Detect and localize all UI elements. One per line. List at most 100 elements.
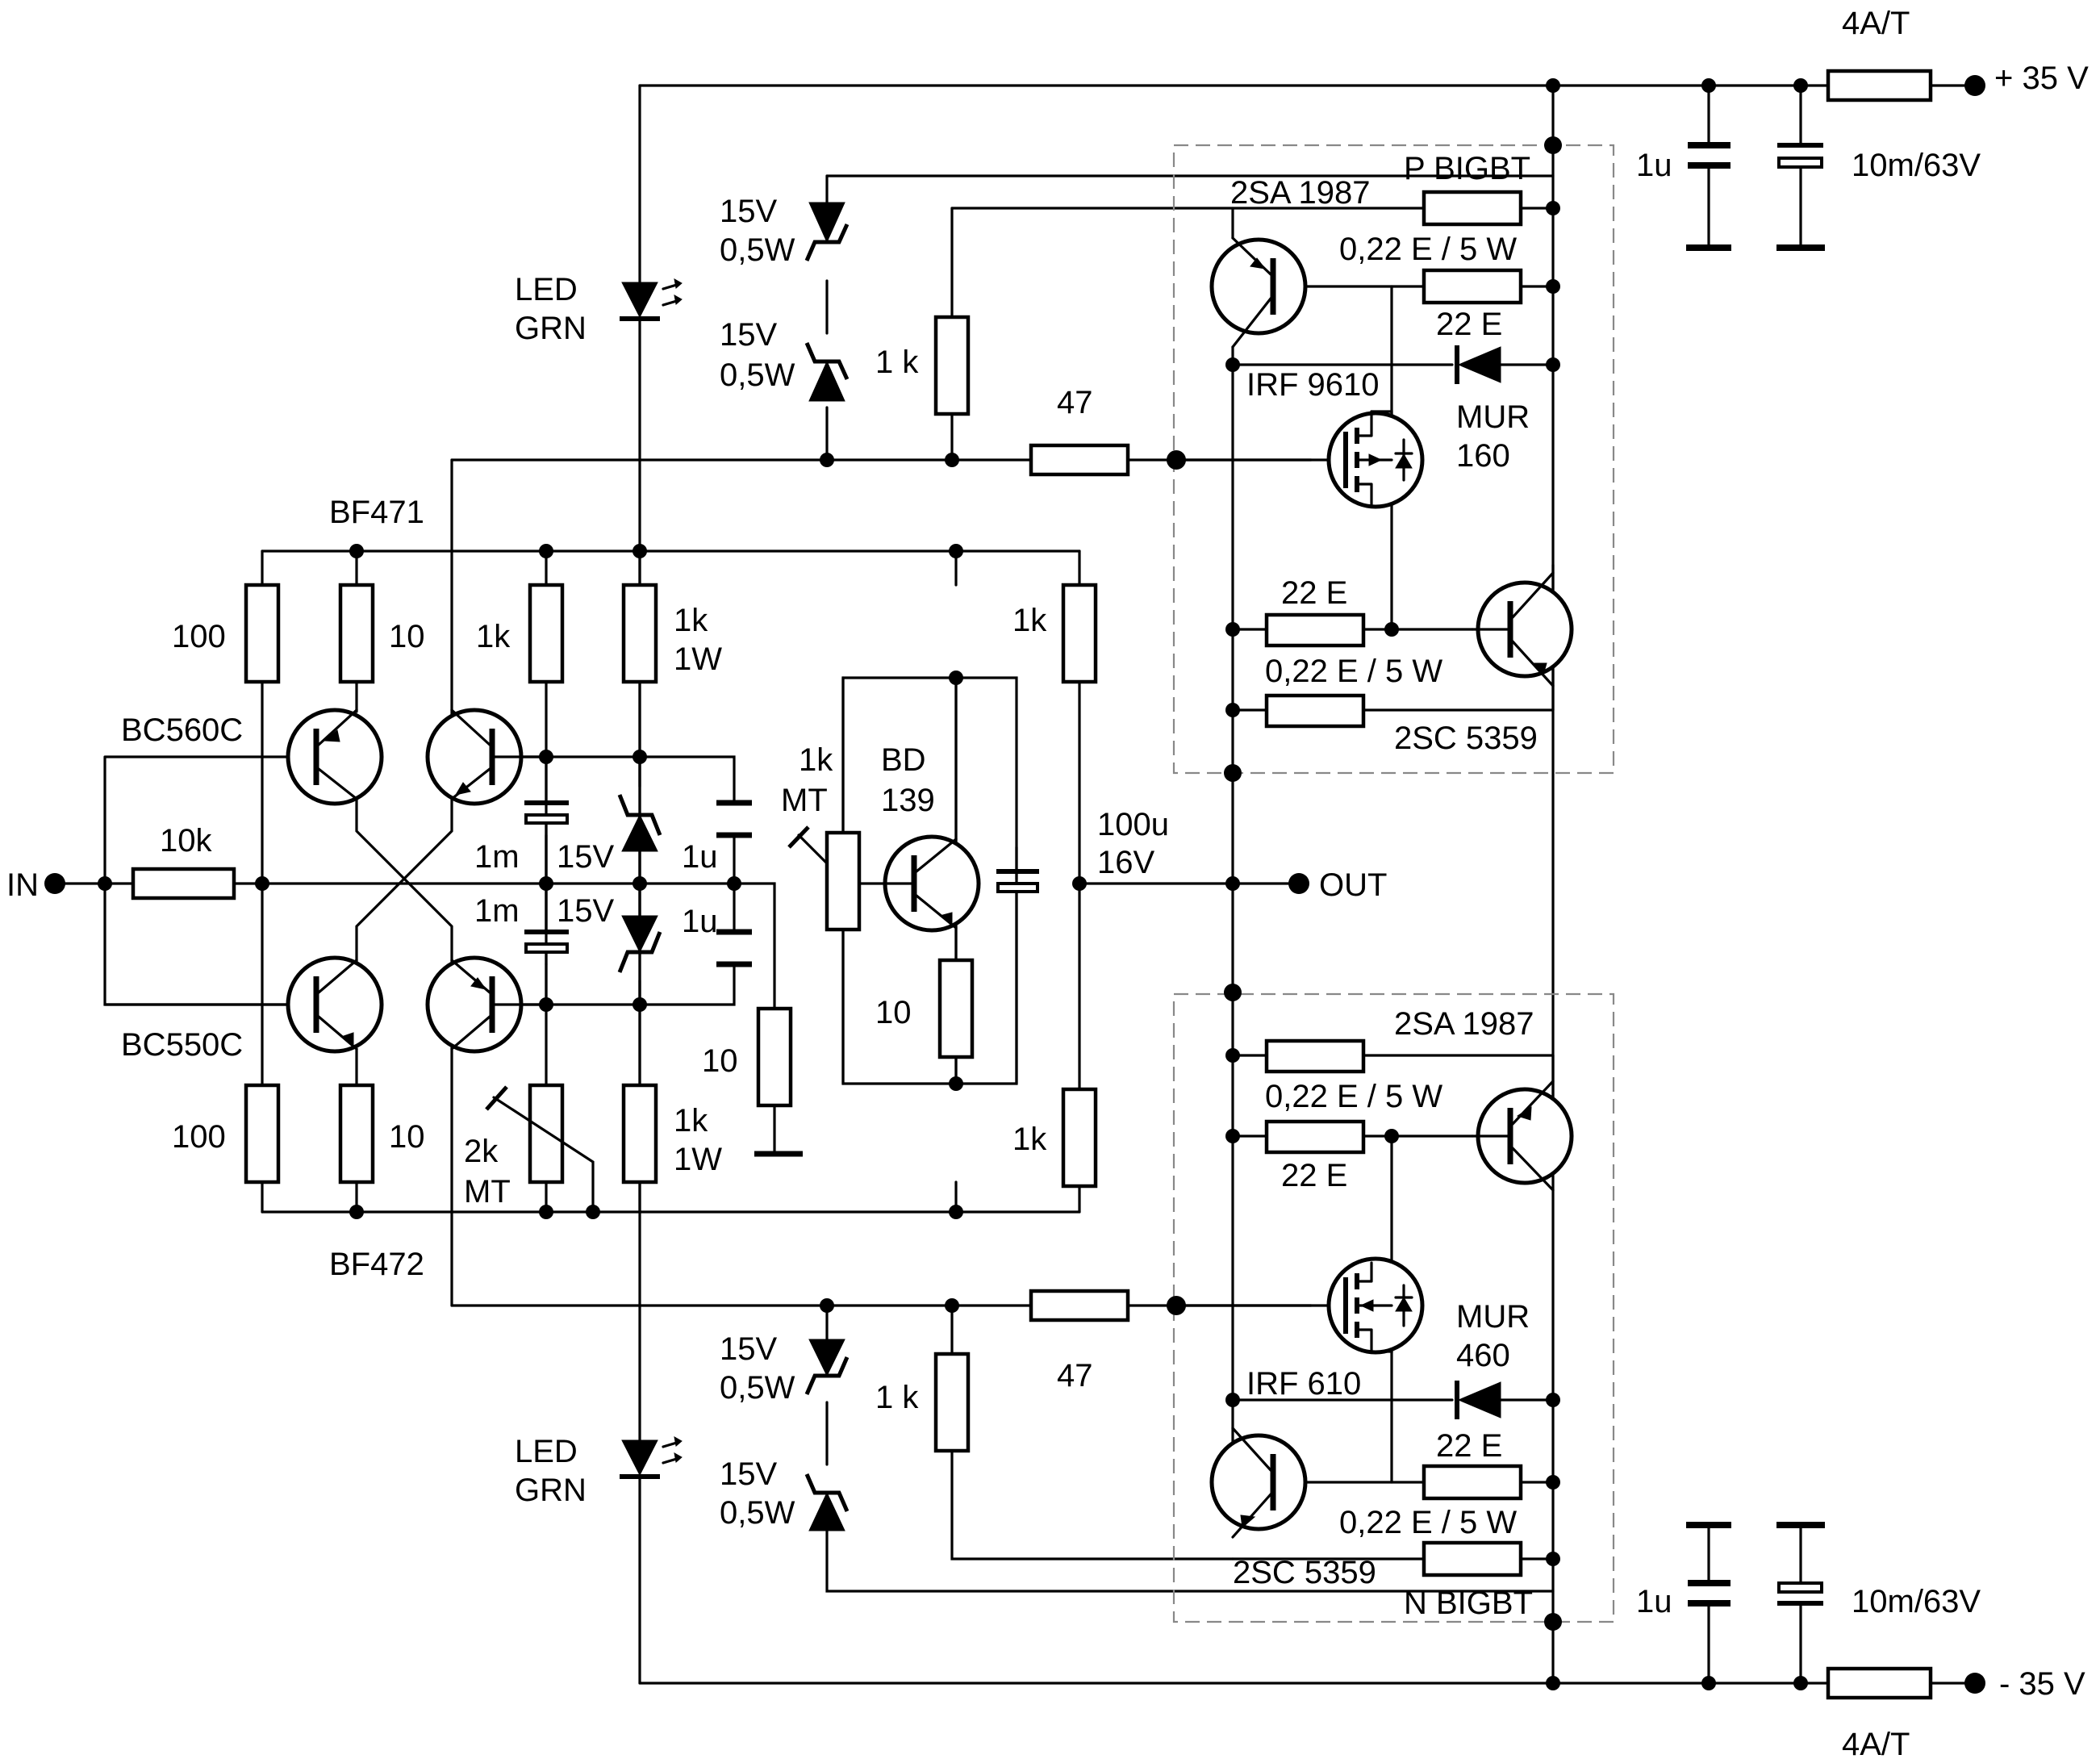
zener-15v-mid-bottom: [617, 915, 662, 973]
label-fuse-bottom: 4A/T: [1842, 1727, 1910, 1759]
label-bf472: BF472: [329, 1247, 424, 1282]
resistor-1k-right-top: [1061, 583, 1098, 684]
label-n-bigbt: N BIGBT: [1404, 1586, 1533, 1621]
transistor-bc550c: [286, 955, 384, 1054]
label-z2a: 15V: [720, 317, 777, 353]
label-r1k1w-top-a: 1k: [674, 603, 708, 638]
label-r10-top: 10: [389, 619, 425, 654]
label-r10-mid: 10: [702, 1043, 738, 1079]
label-led-bottom-a: LED: [515, 1434, 578, 1469]
label-p-bigbt: P BIGBT: [1404, 151, 1530, 186]
label-r022-c: 0,22 E / 5 W: [1265, 1079, 1442, 1114]
label-led-bottom-b: GRN: [515, 1473, 587, 1508]
label-z15-bottom: 15V: [557, 893, 614, 929]
mosfet-irf9610: [1326, 410, 1425, 509]
wires: [53, 84, 1973, 1685]
label-r1k-bottom: 1 k: [875, 1380, 919, 1415]
resistor-22e-b: [1264, 612, 1366, 648]
label-bf471: BF471: [329, 495, 424, 530]
label-r1k-right-bottom: 1k: [1012, 1122, 1047, 1157]
mosfet-irf610: [1326, 1256, 1425, 1355]
resistor-10-mid: [756, 1006, 793, 1108]
label-c100u-a: 100u: [1097, 807, 1169, 842]
label-z15-top: 15V: [557, 839, 614, 875]
label-2sa1987-bottom: 2SA 1987: [1394, 1006, 1534, 1042]
label-r1k-bias: 1k: [476, 619, 511, 654]
zener-15v-1: [804, 202, 850, 261]
label-r22-a: 22 E: [1436, 307, 1502, 342]
label-z1a: 15V: [720, 194, 777, 229]
transistor-2sc5359-bottom: [1209, 1427, 1308, 1539]
resistor-1k-bias: [528, 583, 565, 684]
label-z1b: 0,5W: [720, 232, 795, 268]
resistors: [131, 69, 1933, 1700]
transistor-bc560c: [286, 708, 384, 806]
transistor-2sa1987-top: [1209, 236, 1308, 349]
label-r22-b: 22 E: [1281, 575, 1347, 611]
label-z4b: 0,5W: [720, 1495, 795, 1531]
resistor-22e-d: [1422, 1464, 1523, 1501]
resistor-47-bottom: [1029, 1289, 1130, 1322]
label-r10-bd: 10: [875, 995, 912, 1030]
label-r10-bottom: 10: [389, 1119, 425, 1155]
resistor-0r22-b: [1264, 693, 1366, 729]
label-2sc5359-bottom: 2SC 5359: [1233, 1555, 1376, 1590]
label-pot1k-b: MT: [781, 783, 828, 818]
label-bc550c: BC550C: [121, 1027, 243, 1063]
label-c100u-b: 16V: [1097, 845, 1154, 880]
junction-dots: [44, 75, 1985, 1694]
terminal-in: [44, 873, 65, 894]
terminal-out: [1288, 873, 1309, 894]
resistor-1k-1w-top: [621, 583, 658, 684]
label-mur460-a: MUR: [1456, 1299, 1530, 1335]
label-r1k1w-top-b: 1W: [674, 641, 722, 677]
label-c1m-top: 1m: [474, 839, 520, 875]
label-r022-b: 0,22 E / 5 W: [1265, 654, 1442, 689]
label-2sa1987-top: 2SA 1987: [1230, 175, 1371, 211]
label-r100-top: 100: [172, 619, 226, 654]
label-irf9610: IRF 9610: [1246, 367, 1380, 403]
zener-15v-mid-top: [617, 794, 662, 852]
transistor-bd139: [858, 834, 981, 933]
label-vpos: + 35 V: [1994, 61, 2089, 96]
label-c1u-bottom: 1u: [682, 904, 718, 939]
label-r47-top: 47: [1057, 385, 1093, 420]
resistor-47-top: [1029, 443, 1130, 477]
led-green-bottom: [620, 1436, 683, 1479]
resistor-1k-1w-bottom: [621, 1083, 658, 1185]
labels: IN OUT + 35 V - 35 V 4A/T 4A/T 1u 10m/63…: [6, 6, 2089, 1759]
resistor-100-bottom: [244, 1083, 281, 1185]
label-2sc5359-top: 2SC 5359: [1394, 721, 1538, 756]
terminal-vpos: [1964, 75, 1985, 96]
label-cap-1u-bottom: 1u: [1636, 1584, 1672, 1619]
label-r022-a: 0,22 E / 5 W: [1339, 232, 1517, 267]
label-bc560c: BC560C: [121, 712, 243, 748]
zener-15v-4: [804, 1473, 850, 1531]
label-r100-bottom: 100: [172, 1119, 226, 1155]
cap-1u-top: [1688, 142, 1731, 169]
resistor-100-top: [244, 583, 281, 684]
label-r47-bottom: 47: [1057, 1358, 1093, 1393]
zener-diodes: [617, 202, 1501, 1531]
label-in: IN: [6, 867, 39, 903]
resistor-1k-pot: [825, 830, 862, 932]
label-vneg: - 35 V: [1999, 1666, 2085, 1702]
resistor-n-bigbt: [1422, 1540, 1523, 1577]
label-r1k1w-bottom-b: 1W: [674, 1142, 722, 1177]
resistor-2k-pot: [528, 1083, 565, 1185]
label-z4a: 15V: [720, 1456, 777, 1492]
label-bd-b: 139: [881, 783, 935, 818]
label-pot2k-a: 2k: [464, 1134, 499, 1169]
label-r022-d: 0,22 E / 5 W: [1339, 1505, 1517, 1540]
capacitors: [524, 142, 1825, 1606]
label-mur160-b: 160: [1456, 438, 1510, 474]
label-led-top-a: LED: [515, 272, 578, 307]
resistor-10-bottom: [338, 1083, 375, 1185]
terminal-vneg: [1964, 1673, 1985, 1694]
resistor-0r22-c: [1264, 1038, 1366, 1074]
diode-mur460: [1455, 1381, 1501, 1419]
resistor-10-top: [338, 583, 375, 684]
resistor-10-bd: [937, 958, 975, 1059]
label-mur160-a: MUR: [1456, 399, 1530, 435]
diode-mur160: [1455, 345, 1501, 384]
